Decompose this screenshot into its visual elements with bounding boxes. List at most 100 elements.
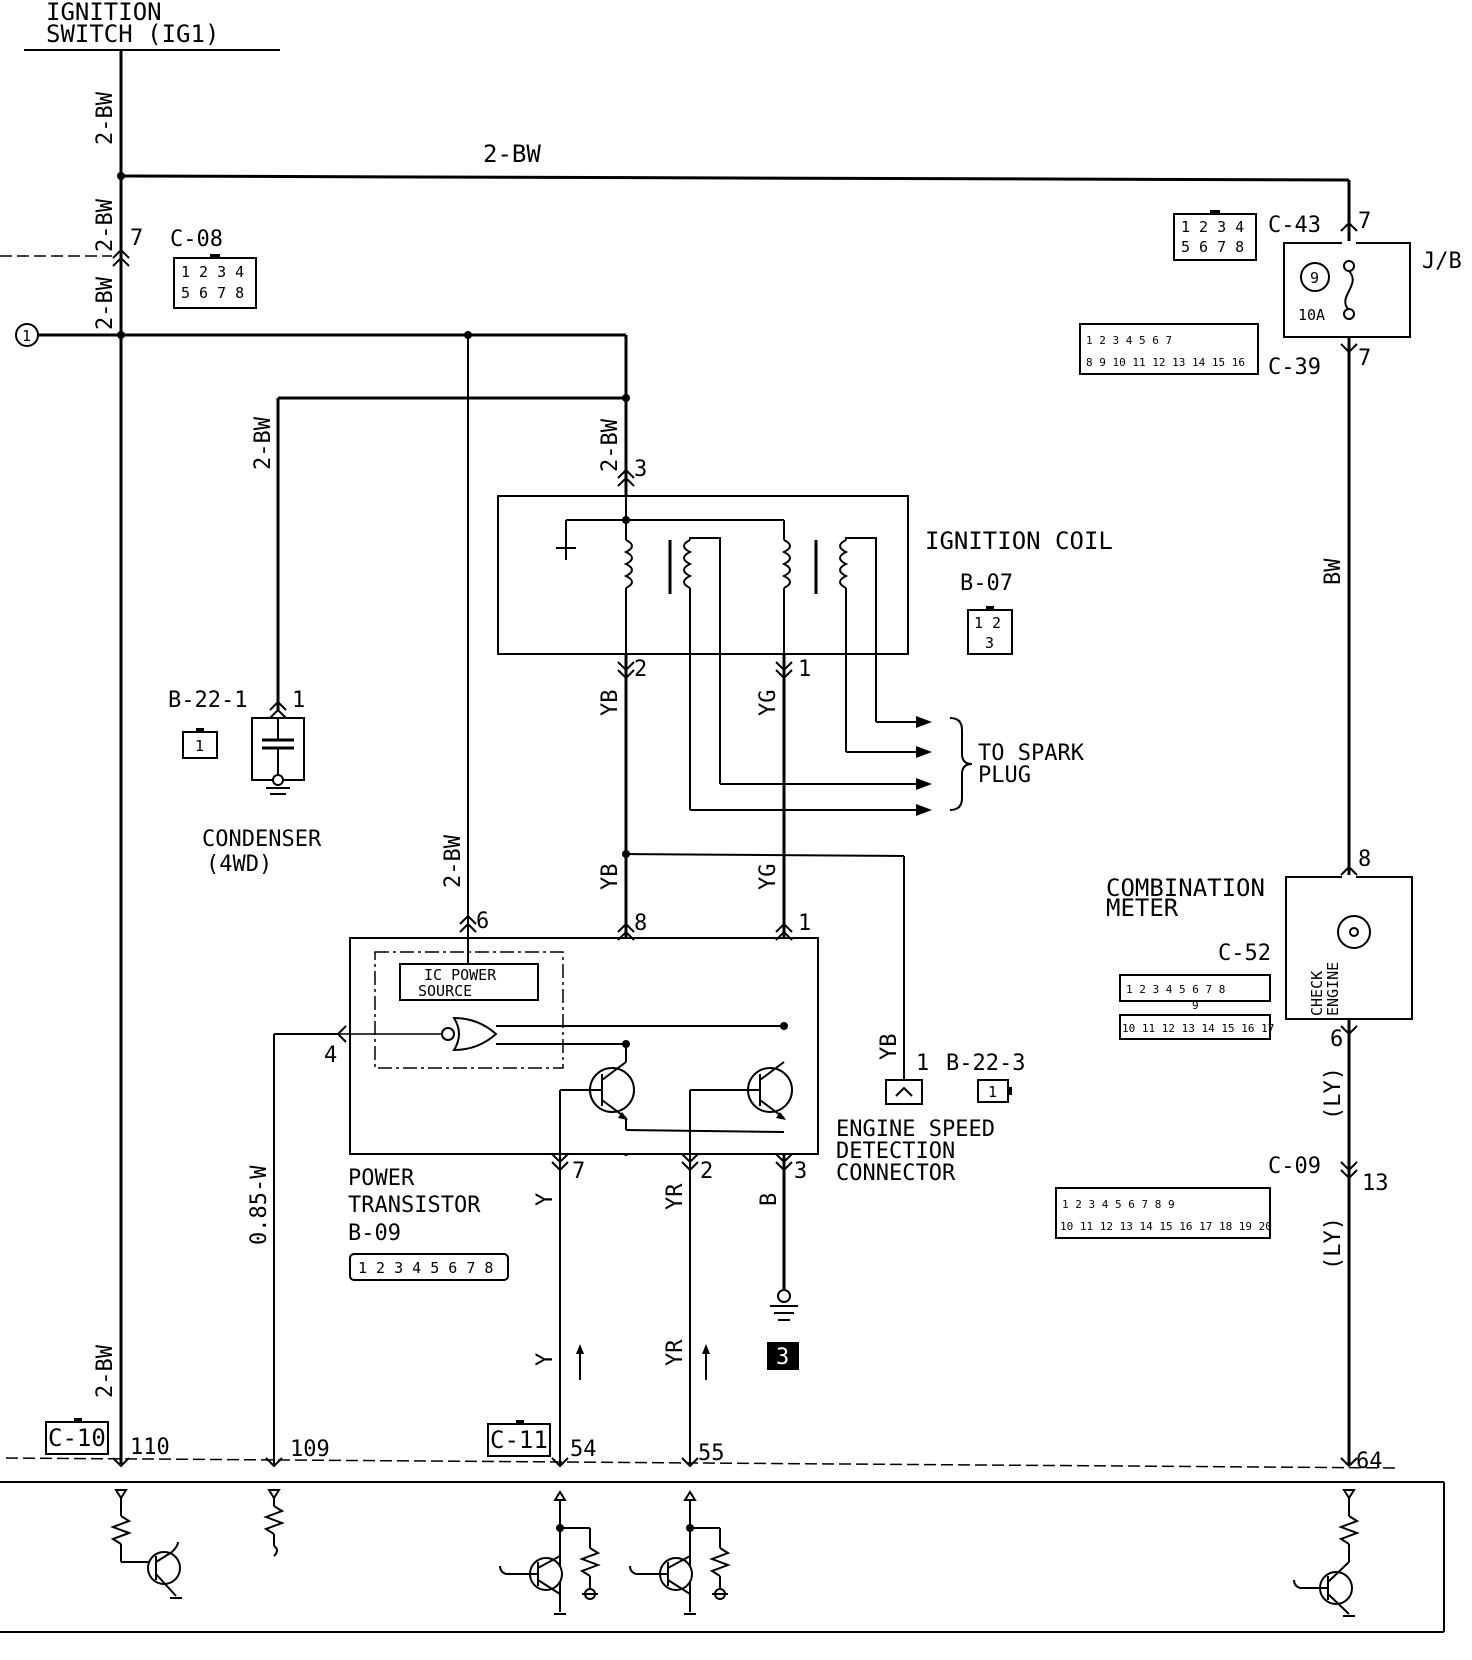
wire-label-2bw-ic: 2-BW <box>441 834 466 888</box>
connector-b07-label: B-07 <box>960 571 1013 596</box>
pin-marker-pt-7 <box>551 1153 569 1172</box>
pin-marker-pt-1 <box>775 922 793 941</box>
pin-meter-6: 6 <box>1330 1027 1343 1052</box>
wire-label-2bw-c08-lower: 2-BW <box>93 276 118 330</box>
ground-icon <box>770 1289 798 1321</box>
coil-ground-icon <box>556 520 576 560</box>
ecu-circuit-110-icon <box>110 1489 182 1599</box>
connector-c08-label: C-08 <box>170 227 223 252</box>
pin-condenser-1: 1 <box>292 688 305 713</box>
pin-pt-3: 3 <box>794 1159 807 1184</box>
condenser-label-line1: CONDENSER <box>202 827 322 852</box>
pin-ecu-55: 55 <box>698 1441 725 1466</box>
fuse-rating: 10A <box>1298 306 1325 324</box>
connector-b22-3-face: 1 <box>977 1079 1012 1103</box>
wire-label-2bw-condenser: 2-BW <box>251 416 276 470</box>
power-transistor-label-line2: TRANSISTOR <box>348 1193 481 1218</box>
connector-b09-label: B-09 <box>348 1221 401 1246</box>
ecu-circuit-55-icon <box>629 1490 731 1615</box>
coil-primary-winding-2 <box>781 520 791 654</box>
wire-label-b: B <box>757 1193 782 1206</box>
power-transistor-label-line1: POWER <box>348 1166 415 1191</box>
pin-ecu-109: 109 <box>290 1437 330 1462</box>
wire-label-yb-lower: YB <box>598 864 623 891</box>
wire-label-2bw-horizontal: 2-BW <box>483 140 541 168</box>
svg-text:1 2 3 4 5 6 7 8 9: 1 2 3 4 5 6 7 8 9 <box>1062 1198 1175 1211</box>
to-spark-plug-label-line1: TO SPARK <box>978 741 1085 766</box>
wire-label-ly-lower: (LY) <box>1321 1217 1346 1270</box>
wire-label-y-lower: Y <box>533 1353 558 1366</box>
connector-c43-label: C-43 <box>1268 213 1321 238</box>
connector-b07-face: 1 2 3 <box>967 606 1013 655</box>
wire-2bw-top-horizontal <box>120 174 1350 182</box>
pin-marker-meter-8 <box>1340 865 1358 876</box>
pin-pt-6: 6 <box>476 909 489 934</box>
pin-marker-pt-3 <box>775 1153 793 1172</box>
svg-text:8 9 10 11 12 13 14 15 16: 8 9 10 11 12 13 14 15 16 <box>1086 356 1245 369</box>
ecu-circuit-54-icon <box>499 1490 601 1615</box>
pin-marker-c39 <box>1340 343 1358 354</box>
connector-b22-1-face: 1 <box>182 728 218 759</box>
svg-text:5 6 7 8: 5 6 7 8 <box>1181 238 1244 256</box>
fuse-number-circle <box>1300 262 1330 292</box>
wire-label-2bw-c08-upper: 2-BW <box>93 198 118 252</box>
connector-c10-face <box>45 1418 109 1455</box>
wire-label-yg-lower: YG <box>756 864 781 891</box>
pin-pt-7: 7 <box>572 1159 585 1184</box>
pin-ecu-54: 54 <box>570 1437 597 1462</box>
coil-secondary-winding-1 <box>683 537 721 810</box>
to-spark-plug-label-line2: PLUG <box>978 763 1031 788</box>
pin-ecu-64: 64 <box>1356 1449 1383 1474</box>
pin-c09-13: 13 <box>1362 1171 1389 1196</box>
ecu-circuit-64-icon <box>1293 1489 1360 1617</box>
wire-label-2bw-top: 2-BW <box>93 91 118 145</box>
svg-text:1 2 3 4: 1 2 3 4 <box>1181 218 1244 236</box>
junction-number: 1 <box>22 327 31 345</box>
svg-text:5 6 7 8: 5 6 7 8 <box>181 284 244 302</box>
wire-label-yb-esd: YB <box>877 1034 902 1061</box>
connector-c52-label: C-52 <box>1218 941 1271 966</box>
pin-marker-pt-2 <box>681 1153 699 1172</box>
wire-label-2bw-bottom: 2-BW <box>93 1344 118 1398</box>
svg-text:1: 1 <box>988 1083 997 1101</box>
esd-label-line2: DETECTION <box>836 1139 955 1164</box>
wire-label-yb-upper: YB <box>598 690 623 717</box>
connector-c39-label: C-39 <box>1268 355 1321 380</box>
junction-block-box <box>1283 242 1411 338</box>
pin-coil-2: 2 <box>634 657 647 682</box>
connector-c39-face: 1 2 3 4 5 6 7 8 9 10 11 12 13 14 15 16 <box>1079 323 1259 375</box>
ecu-dashed-boundary <box>5 1457 1401 1469</box>
logic-gate-icon <box>441 1016 784 1052</box>
ground-number-badge <box>767 1342 799 1370</box>
check-engine-label-line1: CHECK <box>1308 971 1326 1016</box>
ignition-switch-label-line2: SWITCH (IG1) <box>46 20 219 48</box>
wire-label-yr-upper: YR <box>663 1183 688 1210</box>
pin-c39-7: 7 <box>1358 346 1371 371</box>
pin-ecu-110: 110 <box>130 1435 170 1460</box>
connector-c52-face: 1 2 3 4 5 6 7 8 9 10 11 12 13 14 15 16 1… <box>1119 974 1274 1040</box>
connector-b22-3-label: B-22-3 <box>946 1051 1025 1076</box>
transistor-2-icon <box>690 1061 793 1120</box>
svg-text:1 2: 1 2 <box>974 614 1001 632</box>
connector-c09-label: C-09 <box>1268 1154 1321 1179</box>
spark-plug-brace <box>949 717 973 811</box>
pin-marker-pt-6 <box>459 914 477 933</box>
fuse-number: 9 <box>1310 269 1319 287</box>
pin-pt-1: 1 <box>798 911 811 936</box>
coil-primary-winding-1 <box>623 520 633 654</box>
connector-c08-face: 1 2 3 4 5 6 7 8 <box>173 254 257 309</box>
ignition-switch-label-line1: IGNITION <box>46 0 162 26</box>
pin-pt-4: 4 <box>324 1043 337 1068</box>
pin-c08-7: 7 <box>130 226 143 251</box>
esd-connector-body <box>885 1079 923 1105</box>
condenser-ground-icon <box>266 774 290 795</box>
wire-yb-to-esd <box>625 853 905 857</box>
ecu-circuit-109-icon <box>263 1489 285 1557</box>
ic-power-source-label-line2: SOURCE <box>418 982 472 1000</box>
spark-plug-leads <box>690 716 932 816</box>
connector-c10-label: C-10 <box>48 1424 106 1452</box>
pin-marker-pt-8 <box>617 922 635 941</box>
wire-label-085w: 0.85-W <box>247 1165 272 1245</box>
pin-coil-1: 1 <box>798 657 811 682</box>
svg-text:10 11 12 13 14 15 16 17: 10 11 12 13 14 15 16 17 <box>1122 1022 1274 1035</box>
